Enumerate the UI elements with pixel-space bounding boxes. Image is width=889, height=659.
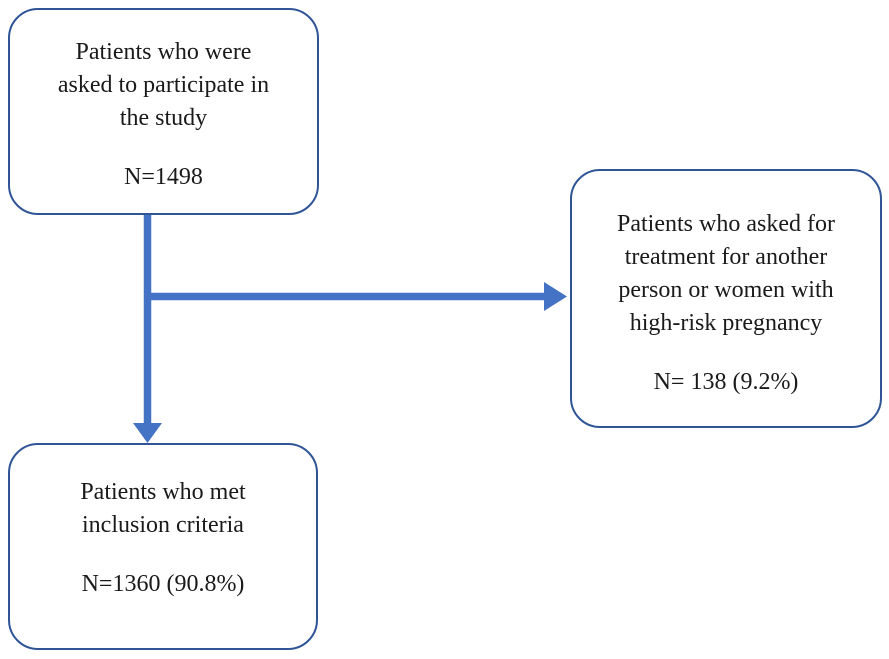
box-excluded-patients: Patients who asked for treatment for ano… xyxy=(570,169,882,428)
box-asked-to-participate-count: N=1498 xyxy=(124,164,203,190)
box-asked-to-participate: Patients who were asked to participate i… xyxy=(8,8,319,215)
box-text-line: Patients who were xyxy=(75,39,252,65)
box-inclusion-criteria: Patients who met inclusion criteria N=13… xyxy=(8,443,318,650)
down-arrowhead-icon xyxy=(133,423,162,443)
box-excluded-patients-count: N= 138 (9.2%) xyxy=(653,369,799,395)
right-arrowhead-icon xyxy=(544,282,567,311)
box-text-line: inclusion criteria xyxy=(82,512,244,538)
box-text-line: Patients who asked for xyxy=(617,211,835,237)
box-asked-to-participate-label: Patients who were asked to participate i… xyxy=(58,36,269,135)
box-text-line: high-risk pregnancy xyxy=(629,310,823,336)
box-text-line: the study xyxy=(119,105,208,131)
box-text-line: treatment for another xyxy=(624,244,828,270)
box-text-line: person or women with xyxy=(618,277,834,303)
box-text-line: asked to participate in xyxy=(57,72,270,98)
box-inclusion-criteria-label: Patients who met inclusion criteria xyxy=(80,476,245,542)
box-inclusion-criteria-count: N=1360 (90.8%) xyxy=(81,571,245,597)
box-excluded-patients-label: Patients who asked for treatment for ano… xyxy=(617,208,835,340)
box-text-line: Patients who met xyxy=(80,479,246,505)
